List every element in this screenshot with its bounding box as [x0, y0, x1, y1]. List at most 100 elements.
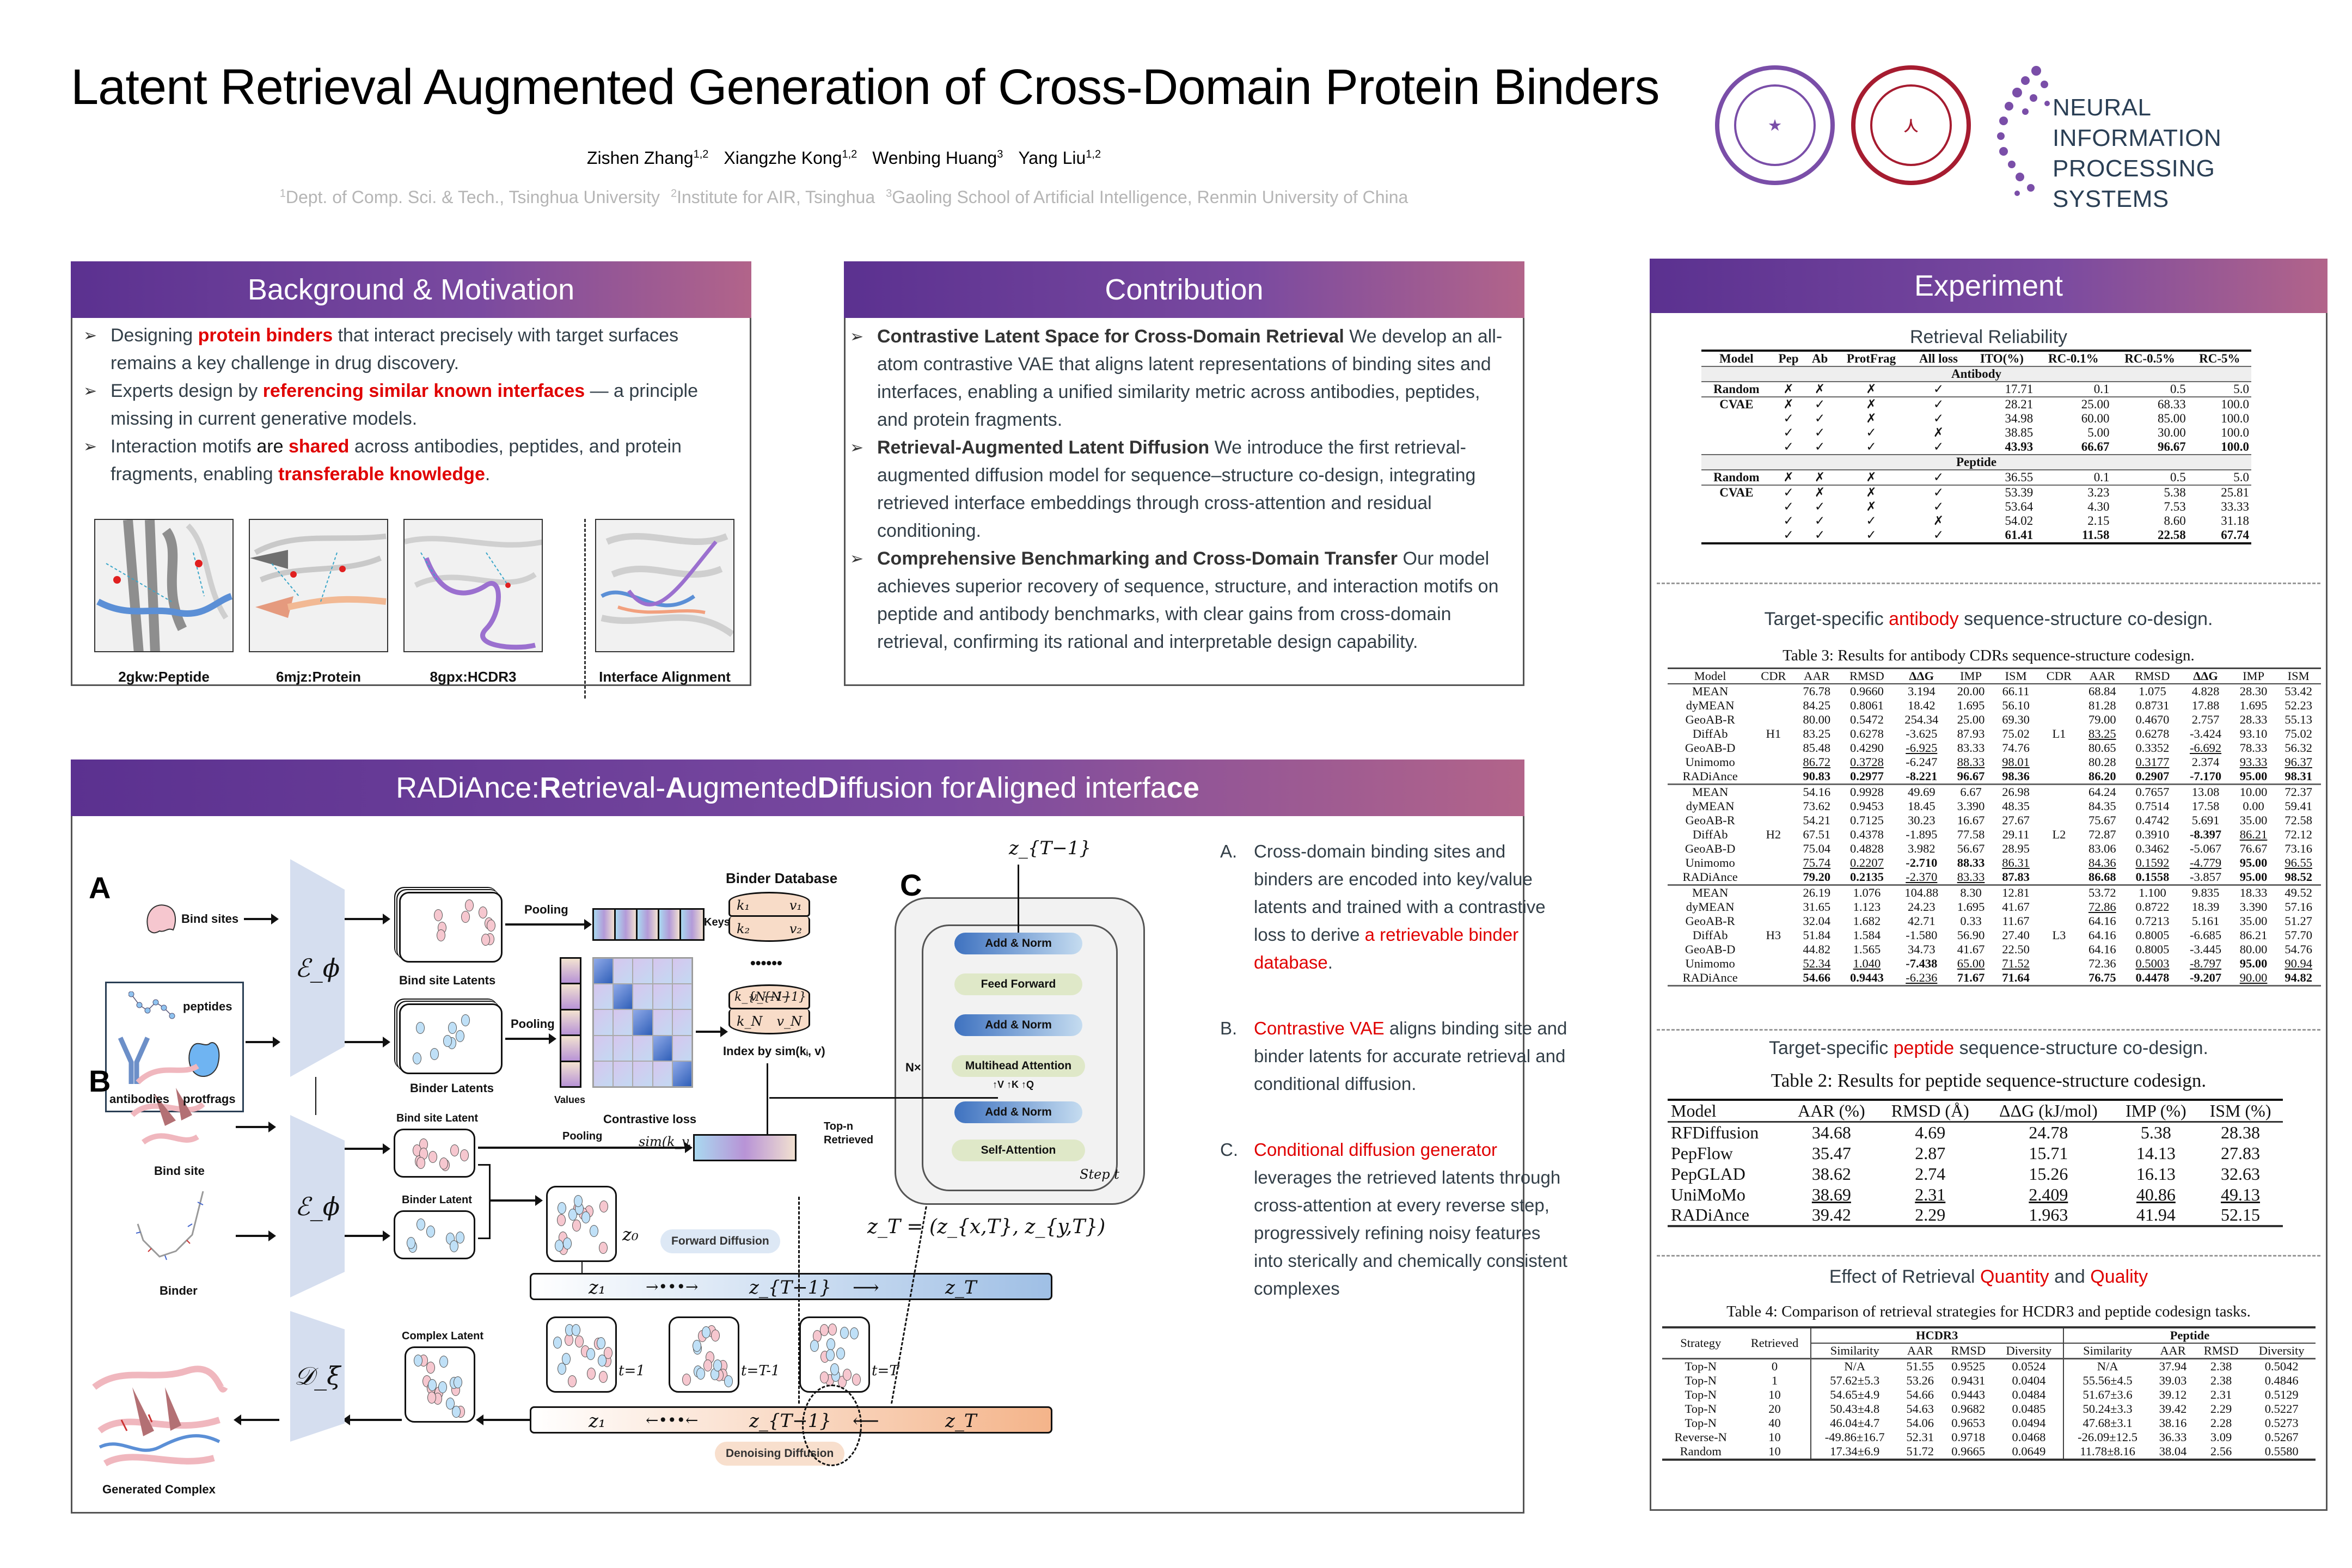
latent-point-icon: [562, 1237, 572, 1250]
latent-point-icon: [454, 1376, 463, 1389]
neurips-line1: NEURAL INFORMATION: [2053, 94, 2222, 151]
value-cell: -6.925: [1906, 741, 1938, 755]
strategy-cell: Random: [1662, 1444, 1739, 1461]
value-cell: 4.69: [1915, 1123, 1946, 1142]
value-cell: 49.13: [2221, 1184, 2261, 1204]
value-cell: 2.38: [2210, 1359, 2232, 1373]
value-cell: 0.5580: [2247, 1444, 2316, 1461]
value-cell: 46.04±4.7: [1810, 1416, 1898, 1430]
cdr-cell: [2038, 755, 2080, 769]
value-cell: 28.30: [2239, 684, 2268, 698]
figure-8gpx: [403, 519, 543, 652]
group-label: Peptide: [1701, 454, 2251, 470]
strategy-subtitle: Effect of Retrieval Quantity and Quality: [1829, 1266, 2148, 1287]
value-cell: 2.74: [1915, 1163, 1946, 1184]
model-cell: RFDiffusion: [1671, 1123, 1759, 1142]
value-cell: 7.53: [2164, 500, 2186, 513]
background-panel: Background & Motivation Designing protei…: [71, 261, 751, 699]
flag-cell: ✗: [1814, 470, 1826, 484]
value-cell: 2.29: [1877, 1205, 1983, 1227]
value-cell: 65.00: [1957, 957, 1985, 970]
value-cell: 51.55: [1906, 1359, 1934, 1373]
value-cell: 54.66: [1794, 971, 1840, 987]
value-cell: 34.68: [1811, 1123, 1851, 1142]
similarity-cell: [593, 1061, 614, 1087]
value-cell: 51.27: [2284, 914, 2312, 928]
affil-sup: 2: [670, 187, 677, 200]
value-cell: 0.7125: [1849, 813, 1884, 827]
value-cell: 2.409: [2029, 1184, 2068, 1204]
latent-tT1: [669, 1316, 739, 1393]
hcdr3-structure-icon: [405, 520, 542, 651]
value-cell: 0.3177: [2135, 755, 2170, 769]
model-cell: MEAN: [1692, 886, 1729, 899]
latent-point-icon: [445, 1397, 455, 1410]
arrow-icon: [342, 1414, 402, 1425]
latent-point-icon: [713, 1359, 722, 1371]
value-cell: 2.87: [1915, 1143, 1946, 1163]
column-header: AAR: [2089, 669, 2116, 683]
value-cell: 96.55: [2284, 856, 2312, 869]
column-header: AAR (%): [1798, 1101, 1865, 1120]
latent-point-icon: [852, 1373, 861, 1386]
value-cell: 39.12: [2159, 1388, 2187, 1401]
model-cell: CVAE: [1701, 396, 1772, 412]
background-bullet-2: Experts design by referencing similar kn…: [83, 377, 733, 433]
value-cell: 1.682: [1853, 914, 1881, 928]
pooling-label: Pooling: [562, 1130, 603, 1142]
value-cell: 86.20: [2080, 769, 2125, 785]
similarity-cell: [652, 958, 672, 984]
similarity-cell: [593, 958, 614, 984]
value-cell: 50.24±3.3: [2062, 1402, 2152, 1416]
latent-point-icon: [828, 1324, 837, 1336]
column-header: CDR: [1761, 669, 1786, 683]
value-cell: 3.23: [2035, 485, 2112, 500]
value-cell: 100.0: [2221, 440, 2249, 454]
protein-structure-icon: [250, 520, 387, 651]
value-cell: 1.040: [1853, 957, 1881, 970]
author-text: Zishen Zhang: [586, 148, 694, 168]
value-cell: 90.83: [1794, 769, 1840, 785]
method-title-part: ed interfa: [1044, 771, 1167, 804]
method-title-initial: A: [975, 771, 997, 804]
column-header: ISM: [2005, 669, 2027, 683]
latent-point-icon: [850, 1327, 859, 1339]
value-cell: 24.78: [2029, 1123, 2068, 1142]
column-header: RC-0.1%: [2048, 352, 2099, 365]
value-cell: 0.5129: [2264, 1388, 2299, 1401]
pooling-label: Pooling: [511, 1017, 555, 1031]
latent-point-icon: [598, 1355, 607, 1367]
value-cell: 2.29: [2210, 1402, 2232, 1416]
latent-point-icon: [436, 929, 445, 941]
value-cell: 5.38: [2140, 1123, 2171, 1142]
value-cell: 71.64: [1993, 971, 2038, 987]
strategy-cell: Top-N: [1685, 1388, 1717, 1401]
latent-point-icon: [599, 1371, 608, 1383]
similarity-cell: [613, 984, 633, 1010]
method-step-c: C.Conditional diffusion generator levera…: [1220, 1140, 1567, 1298]
value-cell: 90.00: [2231, 971, 2276, 987]
affiliation: 3Gaoling School of Artificial Intelligen…: [886, 187, 1408, 207]
value-cell: 25.00: [2035, 396, 2112, 412]
value-cell: 0.5: [2170, 470, 2186, 484]
method-title-prefix: RADiAnce:: [396, 771, 540, 804]
value-cell: 86.68: [2080, 870, 2125, 886]
column-header: Model: [1719, 352, 1754, 365]
author-affil-sup: 1,2: [693, 148, 709, 161]
latent-point-icon: [836, 1347, 845, 1359]
value-cell: 75.02: [2284, 727, 2312, 740]
retrieval-subtitle: Retrieval Reliability: [1909, 327, 2068, 347]
latent-point-icon: [554, 1239, 564, 1252]
value-cell: 0.8722: [2135, 900, 2170, 914]
column-header: ΔΔG: [1909, 669, 1934, 683]
vkq-label: ↑V ↑K ↑Q: [993, 1079, 1034, 1090]
value-cell: 72.36: [2088, 957, 2116, 970]
value-cell: 88.33: [1957, 755, 1985, 769]
